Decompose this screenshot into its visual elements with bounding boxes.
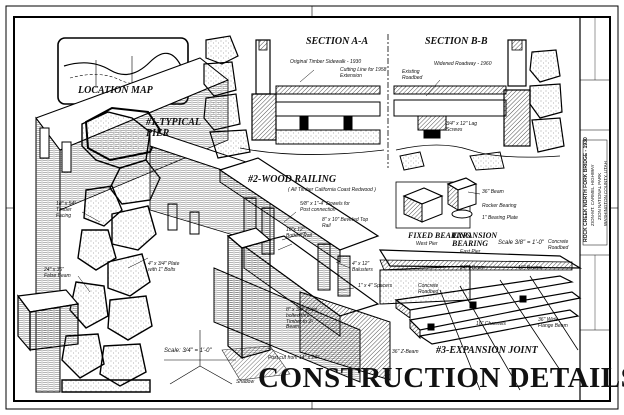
expansion-detail-title: #3-EXPANSION JOINT [436,345,538,356]
expansion-note-6: 36" Wide Flange Beam [538,317,568,329]
expansion-bearing-sub: East Pier [460,249,481,255]
pier-note-3: 4" x 3/4" Plate with 1" Bolts [148,261,180,273]
pier-note-2: 24" x 36" False Beam [44,267,71,279]
expansion-note-1: Concrete Roadbed [548,239,569,251]
section-a-title: SECTION A-A [306,36,369,47]
location-map-label: LOCATION MAP [78,85,153,96]
section-a-a-drawing [203,34,389,168]
expansion-bearing-title: EXPANSION BEARING [452,231,498,249]
expansion-note-7: 36" Z-Beam [392,349,419,355]
railing-note-8: Shadow [236,379,255,385]
main-title: CONSTRUCTION DETAILS [258,362,624,394]
railing-note-2: 8" x 10" Beveled Top Rail [322,217,369,229]
section-a-note-2: Cutting Line for 1958 Extension [340,67,387,79]
railing-note-3: 10"x 12" Bottom Rail [286,227,312,239]
section-b-b-drawing [393,39,565,171]
railing-note-4: 4" x 12" Balusters [352,261,373,273]
bearing-details [395,177,478,229]
bearing-scale: Scale 3/8" = 1'-0" [498,240,544,246]
expansion-note-2: 24" I-Beam [460,265,485,271]
bearing-note-3: 1" Bearing Plate [482,215,518,221]
railing-detail-title: #2-WOOD RAILING [248,174,337,185]
section-b-note-2: Existing Roadbed [402,69,423,81]
railing-note-1: 5/8" x 1"-4" Dowels for Post connection [300,201,350,213]
leader-lines [77,69,481,357]
expansion-note-3: 16" Beams [518,265,543,271]
fixed-bearing-title: FIXED BEARING [408,231,471,240]
pier-note-1: 18" x 54" Timber Facing [56,201,76,219]
title-block [579,16,611,402]
railing-note-6: 8" x 3/4" Plate bolted thru Timber to Z-… [286,307,318,331]
title-block-line-3: ZION NATIONAL PARK [597,172,602,220]
title-block-line-1: ROCK CREEK NORTH FORK BRIDGE - 1930 [583,137,589,242]
title-block-line-4: WASHINGTON COUNTY, UTAH [603,161,608,226]
section-b-note-1: Widened Roadway - 1960 [434,61,492,67]
pier-scale-note: Scale: 3/4" = 1'-0" [164,348,212,354]
railing-note-5: 1" x 4" Spacers [358,283,393,289]
title-block-line-2: ZION-MT. CARMEL HIGHWAY [590,164,595,226]
section-b-title: SECTION B-B [425,36,488,47]
bearing-note-2: Rocker Bearing [482,203,517,209]
wood-railing-drawing [213,157,391,383]
railing-detail-subtitle: ( All Timber California Coast Redwood ) [288,187,376,193]
expansion-note-4: Concrete Roadbed [418,283,439,295]
expansion-note-5: 10" Channels [476,321,506,327]
expansion-joint-drawing [378,249,583,391]
pier-detail-title: #1-TYPICAL PIER [146,117,201,139]
typical-pier-drawing [16,57,271,393]
railing-note-7: Post cut from 14" x 24" [268,355,319,361]
fixed-bearing-sub: West Pier [416,241,438,247]
bearing-note-1: 36" Beam [482,189,504,195]
section-b-note-3: 3/4" x 12" Lag Screws [446,121,478,133]
section-a-note-1: Original Timber Sidewalk - 1930 [290,59,362,65]
